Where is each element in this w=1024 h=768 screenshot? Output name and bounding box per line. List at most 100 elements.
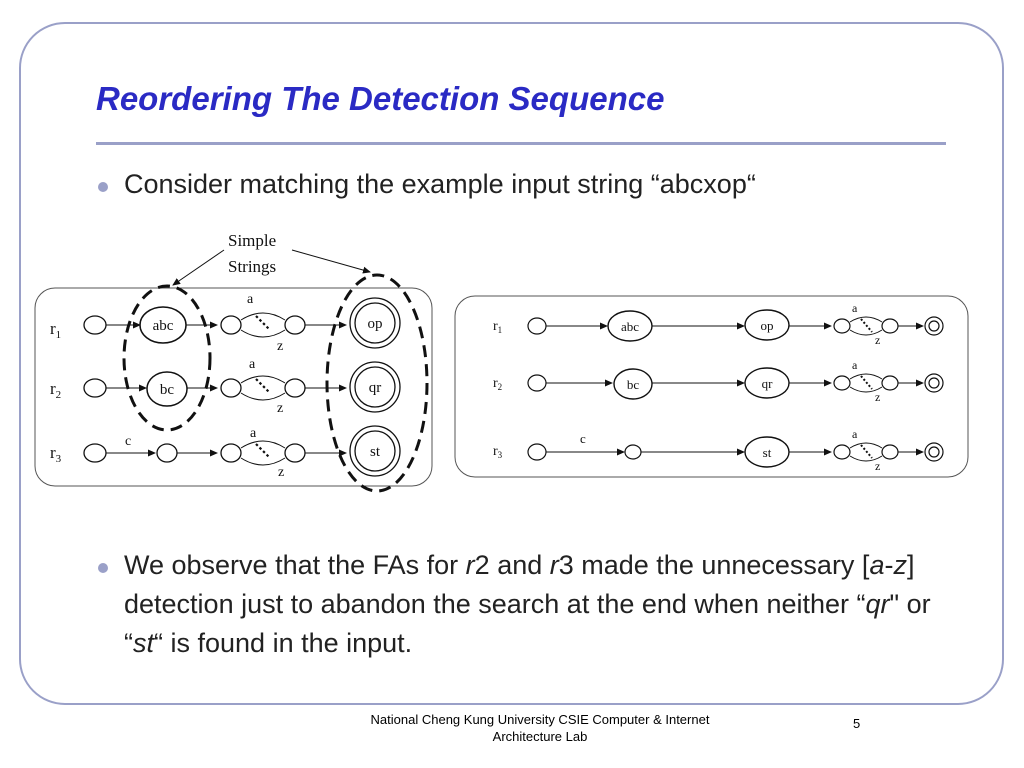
state-node [527,443,547,461]
string-node-label: st [763,445,772,460]
text-run: 3 made the unnecessary [ [558,550,870,580]
accept-state [924,442,944,462]
range-arc-bottom [849,386,883,393]
slide-frame [19,22,1004,705]
range-end-label: z [875,333,880,347]
range-arc-top [849,316,883,323]
state-node [220,378,242,398]
simple-strings-highlight-left [122,284,212,432]
state-node [284,443,306,463]
range-arc-bottom [240,329,286,338]
string-node-qr [349,361,401,413]
row-label-r1: r1 [50,319,61,341]
qr-italic: qr [865,589,890,619]
range-arc-bottom [849,455,883,462]
accept-ring [928,446,940,458]
string-node-st [349,425,401,477]
range-start-label: a [852,358,858,372]
accept-ring [354,302,396,344]
text-run: - [884,550,894,580]
row-label-r3: r3 [493,444,503,460]
state-node [83,378,107,398]
bullet-1-text: Consider matching the example input stri… [124,169,756,199]
annotation-strings: Strings [228,257,276,276]
state-node [527,374,547,392]
accept-ring [354,366,396,408]
accept-ring [354,430,396,472]
annotation-arrow-left [172,249,225,286]
text-run: " or “ [124,589,931,658]
state-node [624,444,642,460]
accept-ring [928,320,940,332]
range-end-label: z [875,459,880,473]
row-label-r3: r3 [50,443,62,465]
string-node-label: st [370,444,381,460]
string-node-label: qr [762,376,774,391]
range-start-label: a [247,292,254,307]
state-node [833,444,851,460]
range-end-label: z [875,390,880,404]
string-node-label: abc [153,318,174,334]
row-label-r1: r1 [493,319,502,335]
string-node-label: bc [627,377,640,392]
string-node-label: abc [621,319,639,334]
range-arc-top [849,442,883,449]
row-label-r2: r2 [50,379,61,401]
page-number: 5 [853,716,861,731]
range-dots [255,315,271,331]
range-arc-top [240,375,286,384]
range-start-label: a [852,301,858,315]
text-run: We observe that the FAs for [124,550,466,580]
state-node [284,315,306,335]
edge-label-c: c [580,431,586,446]
state-node [527,317,547,335]
bullet-icon [98,182,108,192]
string-node-label: bc [160,382,175,398]
simple-strings-highlight-right [325,273,429,493]
range-dots [860,318,873,333]
footer-line-2: Architecture Lab [492,729,588,744]
range-start-label: a [852,427,858,441]
right-row-1: r1 abc op a z [493,301,944,347]
title-underline [96,142,946,145]
a-italic: a [869,550,885,580]
range-arc-top [849,373,883,380]
slide-title: Reordering The Detection Sequence [96,80,665,117]
st-italic: st [133,628,155,658]
left-row-2: r2 bc a z qr [50,357,401,416]
state-node [881,318,899,334]
annotation-arrow-right [291,249,371,274]
left-row-3: r3 c a z st [50,425,401,480]
z-italic: z [893,550,907,580]
state-node [833,375,851,391]
range-end-label: z [278,465,284,480]
bullet-icon [98,563,108,573]
state-node [220,315,242,335]
range-dots [255,443,271,459]
state-node [284,378,306,398]
left-row-1: r1 abc a z op [50,292,401,354]
annotation-simple: Simple [228,231,276,250]
text-run: ] detection just to abandon the search a… [124,550,915,619]
left-fa-box [34,287,433,487]
range-end-label: z [277,401,283,416]
state-node [83,443,107,463]
edge-label-c: c [125,434,131,449]
footer-institution: National Cheng Kung University CSIE Comp… [330,711,750,745]
string-node-bc [613,368,653,400]
state-node [881,444,899,460]
accept-state [924,373,944,393]
text-run: 2 and [474,550,550,580]
r-italic: r [465,550,475,580]
range-end-label: z [277,339,283,354]
string-node-label: op [761,318,774,333]
range-dots [860,375,873,390]
range-arc-bottom [240,392,286,401]
range-dots [860,444,873,459]
string-node-bc [146,371,188,407]
state-node [83,315,107,335]
range-arc-bottom [849,329,883,336]
range-dots [255,378,271,394]
accept-state [924,316,944,336]
